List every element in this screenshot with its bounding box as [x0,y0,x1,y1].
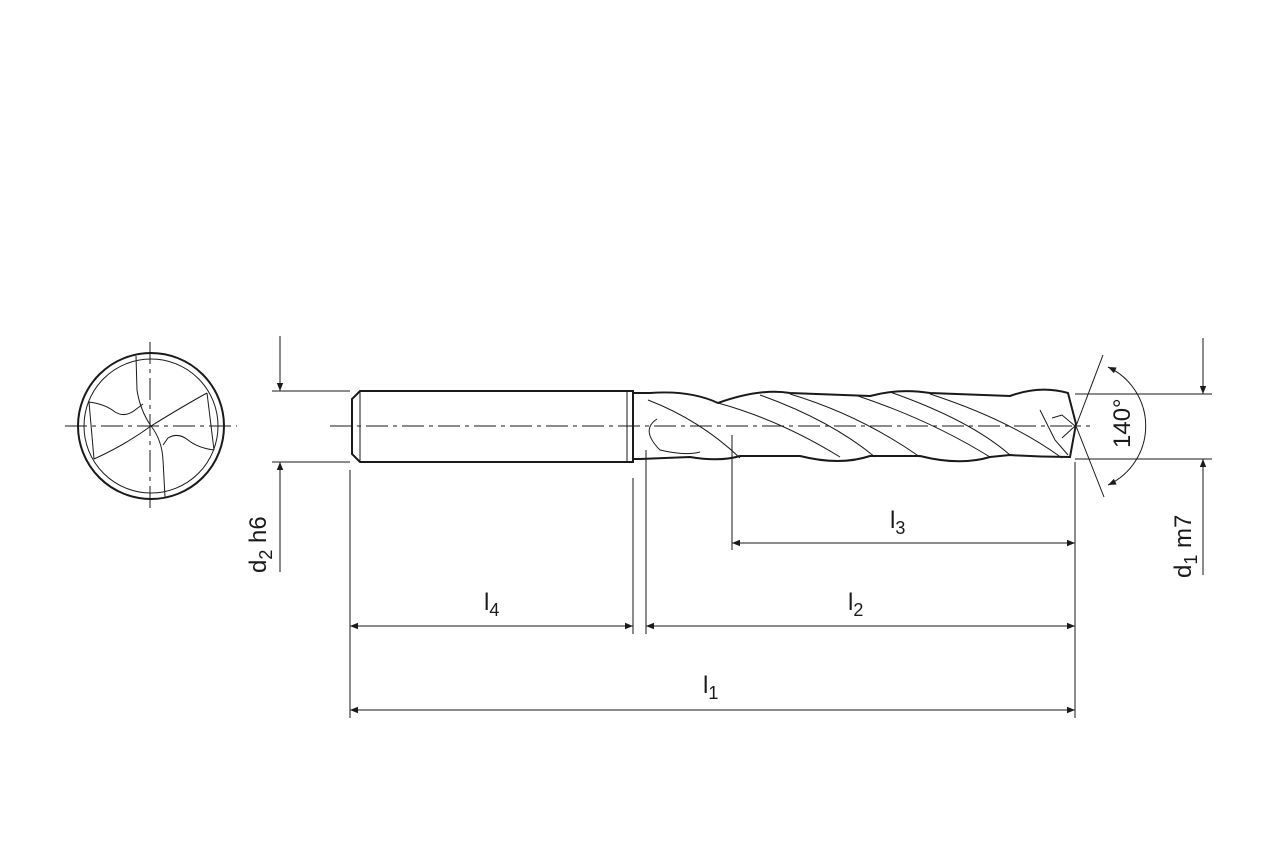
l2-dimension: l2 [646,589,1075,630]
body-outline [633,388,1078,463]
flute-helix [647,399,741,459]
d1-dimension: d1 m7 [1075,338,1212,578]
l4-label: l4 [484,589,499,620]
flute-runout [648,418,701,455]
l1-dimension: l1 [350,672,1075,714]
flute-helix [889,391,1011,456]
fluted-body [633,388,1078,463]
flute-helix [789,393,921,458]
l2-label: l2 [848,589,863,620]
d2-label: d2 h6 [245,516,276,573]
l3-label: l3 [890,507,905,538]
d1-label: d1 m7 [1170,515,1201,578]
angle-label: 140° [1109,398,1136,448]
l3-dimension: l3 [732,507,1075,547]
flute-helix [857,395,991,458]
tip-chisel [1051,414,1076,439]
tip-edge [1039,409,1069,456]
l4-dimension: l4 [350,589,633,630]
d2-dimension: d2 h6 [245,336,350,573]
point-angle-dimension: 140° [1075,354,1147,498]
flute-edge [88,401,144,416]
flute-helix [929,393,1063,459]
flute-helix [717,402,841,458]
flute-helix [759,394,876,458]
l1-label: l1 [703,672,718,703]
cutting-edge [93,392,208,460]
flute-edge [162,434,215,451]
end-view [65,342,237,510]
